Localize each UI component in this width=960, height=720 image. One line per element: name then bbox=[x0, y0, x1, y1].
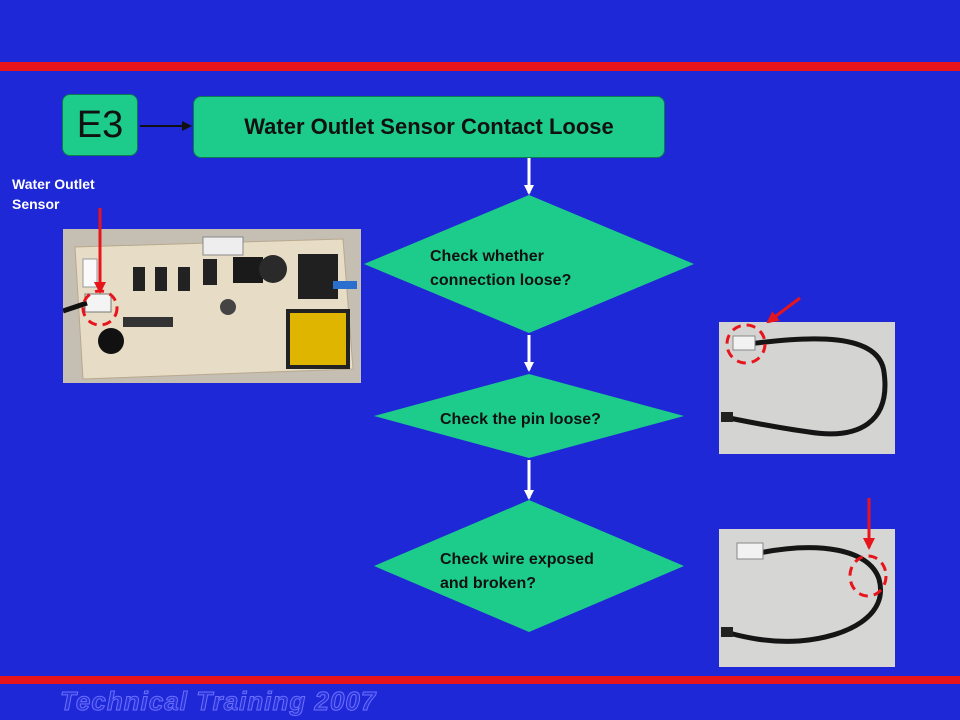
check-step-3-line2: and broken? bbox=[440, 575, 537, 592]
sensor-highlight-circle bbox=[81, 289, 119, 327]
top-red-stripe bbox=[0, 62, 960, 71]
bottom-red-stripe bbox=[0, 676, 960, 684]
check-step-1: Check whether connection loose? bbox=[430, 245, 571, 293]
fault-title: Water Outlet Sensor Contact Loose bbox=[244, 114, 614, 139]
sensor-label: Water Outlet Sensor bbox=[12, 174, 152, 214]
check-step-2: Check the pin loose? bbox=[440, 408, 601, 432]
control-board-illustration bbox=[63, 229, 361, 383]
pin-pointer-arrow bbox=[766, 296, 801, 324]
error-code: E3 bbox=[76, 103, 124, 146]
check-step-1-line2: connection loose? bbox=[430, 272, 572, 289]
check-step-2-line1: Check the pin loose? bbox=[440, 411, 601, 428]
sensor-label-line2: Sensor bbox=[12, 196, 60, 212]
control-board-photo bbox=[63, 229, 361, 383]
decision-diamond-1 bbox=[364, 195, 694, 333]
pin-highlight-circle bbox=[725, 323, 767, 365]
error-code-box: E3 bbox=[62, 94, 138, 156]
sensor-cable-photo-2 bbox=[719, 529, 895, 667]
fault-title-box: Water Outlet Sensor Contact Loose bbox=[193, 96, 665, 158]
sensor-cable-illustration-2 bbox=[719, 529, 895, 667]
sensor-cable-illustration-1 bbox=[719, 322, 895, 454]
decision-diamond-3 bbox=[374, 500, 684, 632]
sensor-cable-photo-1 bbox=[719, 322, 895, 454]
wire-highlight-circle bbox=[848, 554, 888, 598]
sensor-label-line1: Water Outlet bbox=[12, 176, 95, 192]
check-step-3-line1: Check wire exposed bbox=[440, 551, 594, 568]
check-step-3: Check wire exposed and broken? bbox=[440, 548, 594, 596]
check-step-1-line1: Check whether bbox=[430, 248, 544, 265]
footer-watermark: Technical Training 2007 bbox=[59, 686, 377, 717]
decision-diamond-2 bbox=[374, 374, 684, 458]
